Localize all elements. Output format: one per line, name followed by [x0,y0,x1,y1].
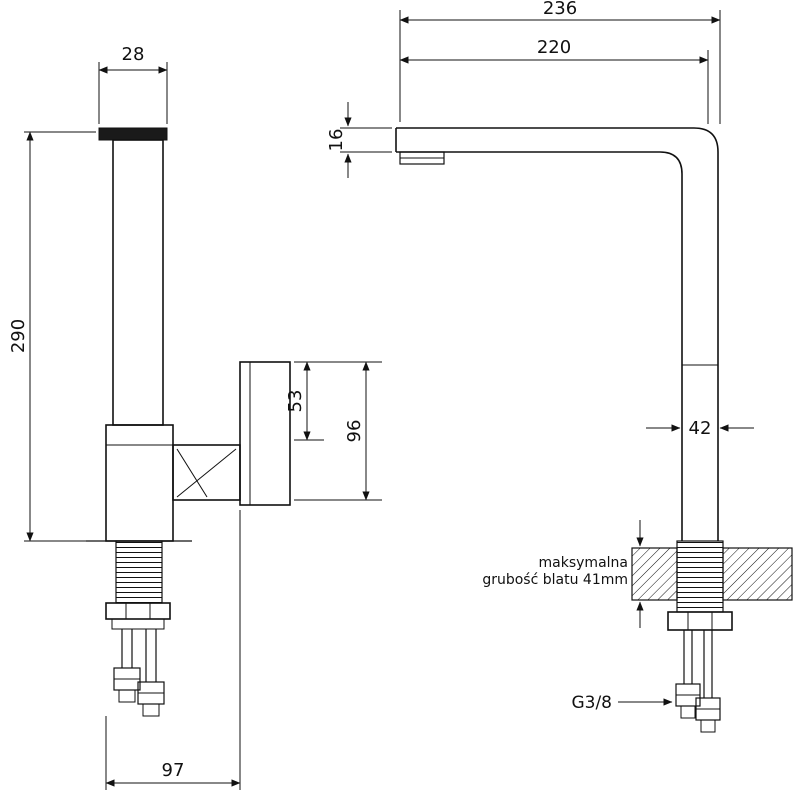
dim-reach-outer: 236 [543,0,577,19]
counter-note-line2: grubość blatu 41mm [482,572,628,588]
dim-column-width: 42 [689,418,712,439]
left-view-faucet [86,127,291,717]
left-spout-column [112,139,164,426]
dim-reach-inner: 220 [537,37,571,58]
left-body-base [105,424,174,542]
left-spout-cap [98,127,168,141]
left-mounting-nut [105,602,171,620]
right-spout-inner [396,151,683,541]
left-threaded-shank [115,540,163,604]
dim-handle-total: 96 [344,420,365,443]
right-threaded-shank [676,540,724,613]
dim-handle-upper: 53 [285,390,306,413]
dim-base-depth: 97 [162,760,185,781]
dim-height: 290 [8,319,29,353]
left-handle-lever [239,361,291,506]
right-view-dimensions: 236 220 16 42 maksymalna grubość blatu 4… [326,0,754,713]
counter-note-line1: maksymalna [539,555,628,571]
left-view-dimensions: 28 290 53 96 97 [8,44,382,790]
counter-slab-right [722,547,793,601]
right-view-faucet [395,127,793,733]
counter-slab-left [631,547,678,601]
thread-size-label: G3/8 [571,693,612,713]
dim-spout-thickness: 16 [326,129,347,152]
right-mounting-nut [667,611,733,631]
left-washer [111,618,165,630]
dim-spout-width: 28 [122,44,145,65]
right-spout-outer [396,127,719,541]
